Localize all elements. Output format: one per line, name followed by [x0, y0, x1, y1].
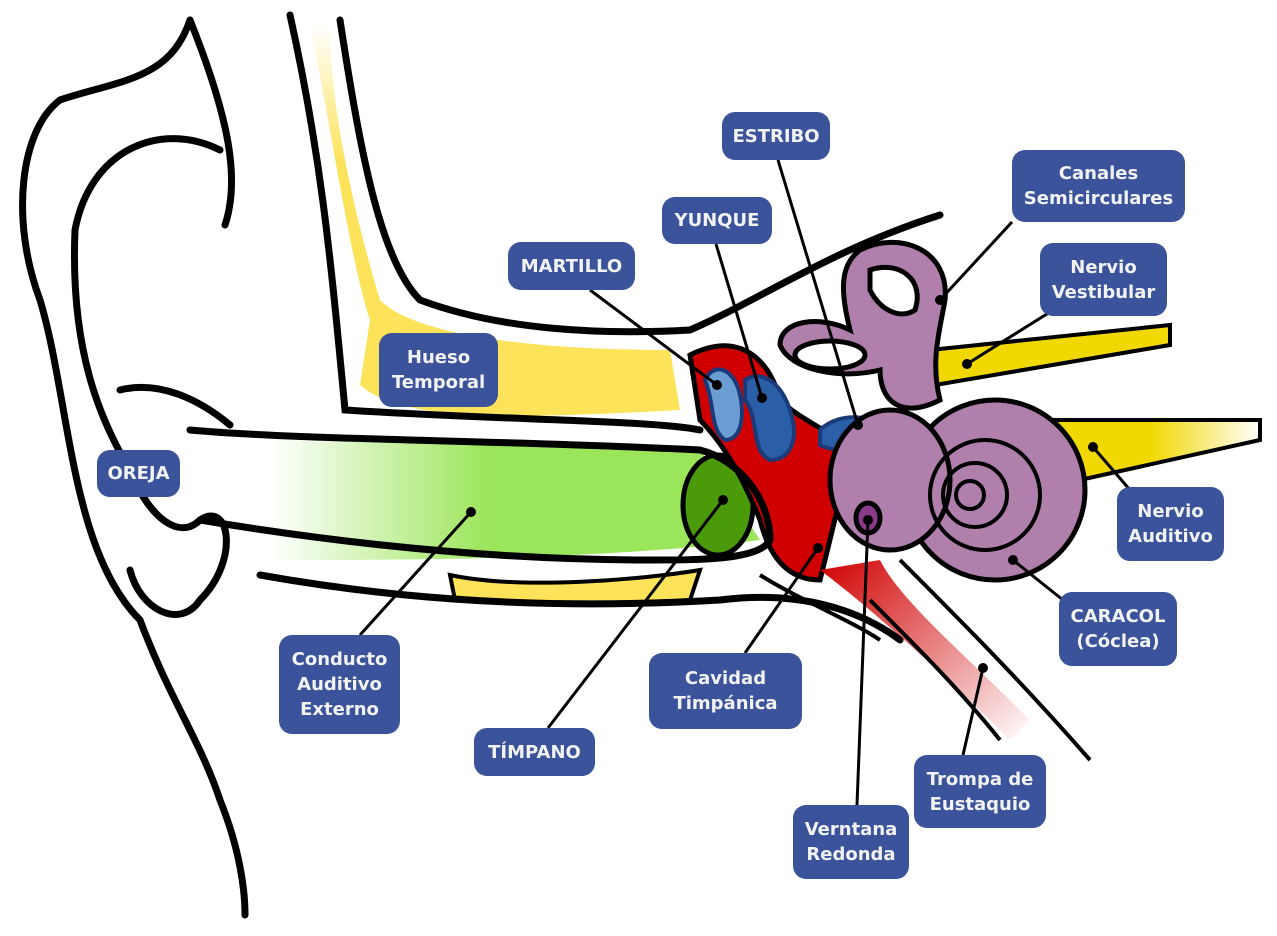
label-text: Temporal: [391, 372, 486, 393]
label-timpano: TÍMPANO: [474, 728, 595, 776]
label-oreja: OREJA: [97, 450, 180, 497]
leader-line-ventana-redonda: [855, 519, 870, 806]
leader-dot-nervio-vestibular: [962, 359, 972, 369]
label-text: Redonda: [806, 844, 896, 865]
leader-line-nervio-vestibular: [966, 310, 1051, 366]
label-text: Nervio: [1070, 256, 1137, 278]
label-text: Nervio: [1137, 501, 1204, 522]
inner-ear: [777, 239, 1088, 583]
ear-outline: [19, 11, 944, 919]
label-text: Canales: [1058, 163, 1139, 184]
leader-dot-timpano: [718, 495, 728, 505]
leader-line-estribo: [776, 159, 860, 426]
leader-dot-canales-semicirculares: [935, 295, 945, 305]
leader-line-canales-semicirculares: [938, 220, 1014, 302]
label-text: Hueso: [406, 347, 471, 368]
leader-dot-martillo: [712, 380, 722, 390]
leader-line-timpano: [546, 499, 725, 729]
label-text: CARACOL: [1070, 606, 1166, 627]
label-text: MARTILLO: [520, 255, 623, 277]
label-text: Conducto: [291, 649, 388, 670]
label-text: TÍMPANO: [488, 741, 581, 763]
label-text: Trompa de: [926, 768, 1034, 790]
leader-dot-conducto-auditivo-externo: [466, 507, 476, 517]
leader-dot-estribo: [853, 420, 863, 430]
leader-line-cavidad-timpanica: [743, 547, 820, 654]
label-text: Verntana: [804, 819, 898, 840]
label-text: Auditivo: [1128, 526, 1213, 547]
label-caracol: CARACOL (Cóclea): [1059, 592, 1177, 666]
leader-dot-caracol: [1008, 555, 1018, 565]
label-text: ESTRIBO: [732, 125, 820, 147]
label-trompa-de-eustaquio: Trompa de Eustaquio: [914, 755, 1046, 828]
leader-dot-cavidad-timpanica: [813, 543, 823, 553]
label-text: Timpánica: [673, 693, 778, 714]
label-text: Cavidad: [684, 668, 767, 689]
leader-line-conducto-auditivo-externo: [358, 510, 473, 637]
label-text: Eustaquio: [929, 793, 1031, 815]
leader-lines: [358, 159, 1132, 806]
label-text: (Cóclea): [1076, 631, 1160, 652]
leader-line-caracol: [1012, 558, 1064, 602]
label-yunque: YUNQUE: [662, 197, 772, 244]
label-text: Vestibular: [1051, 281, 1156, 303]
leader-line-martillo: [589, 288, 718, 387]
leader-line-yunque: [714, 243, 764, 399]
leader-dot-ventana-redonda: [863, 515, 873, 525]
nerves: [927, 322, 1262, 483]
label-text: Auditivo: [297, 674, 382, 695]
label-text: YUNQUE: [674, 210, 760, 231]
label-martillo: MARTILLO: [508, 242, 635, 290]
leader-line-nervio-auditivo: [1091, 446, 1132, 491]
ear-canal: [270, 440, 760, 560]
label-estribo: ESTRIBO: [722, 112, 830, 160]
label-text: Externo: [300, 699, 379, 720]
label-text: Semicirculares: [1023, 188, 1174, 209]
leader-dot-trompa-de-eustaquio: [978, 663, 988, 673]
leader-dot-nervio-auditivo: [1088, 442, 1098, 452]
label-text: OREJA: [107, 463, 170, 484]
leader-dot-yunque: [757, 393, 767, 403]
leader-line-trompa-de-eustaquio: [961, 667, 985, 756]
